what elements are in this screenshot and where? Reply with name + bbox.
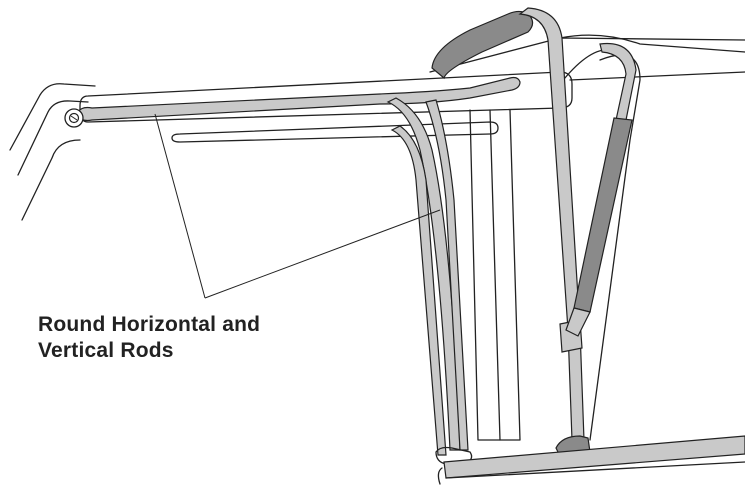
rods-callout-label: Round Horizontal and Vertical Rods	[38, 312, 338, 364]
callout-leader-lines	[154, 113, 441, 299]
round-horizontal-rod	[64, 76, 521, 128]
vertical-strap-handle	[431, 7, 591, 457]
diagonal-grip-strap	[565, 42, 637, 337]
bottom-frame-bar	[437, 435, 745, 485]
round-vertical-rods	[386, 97, 473, 465]
left-frame-outline	[9, 83, 96, 221]
callout-line-1: Round Horizontal and	[38, 313, 261, 336]
callout-line-2: Vertical Rods	[38, 339, 174, 362]
